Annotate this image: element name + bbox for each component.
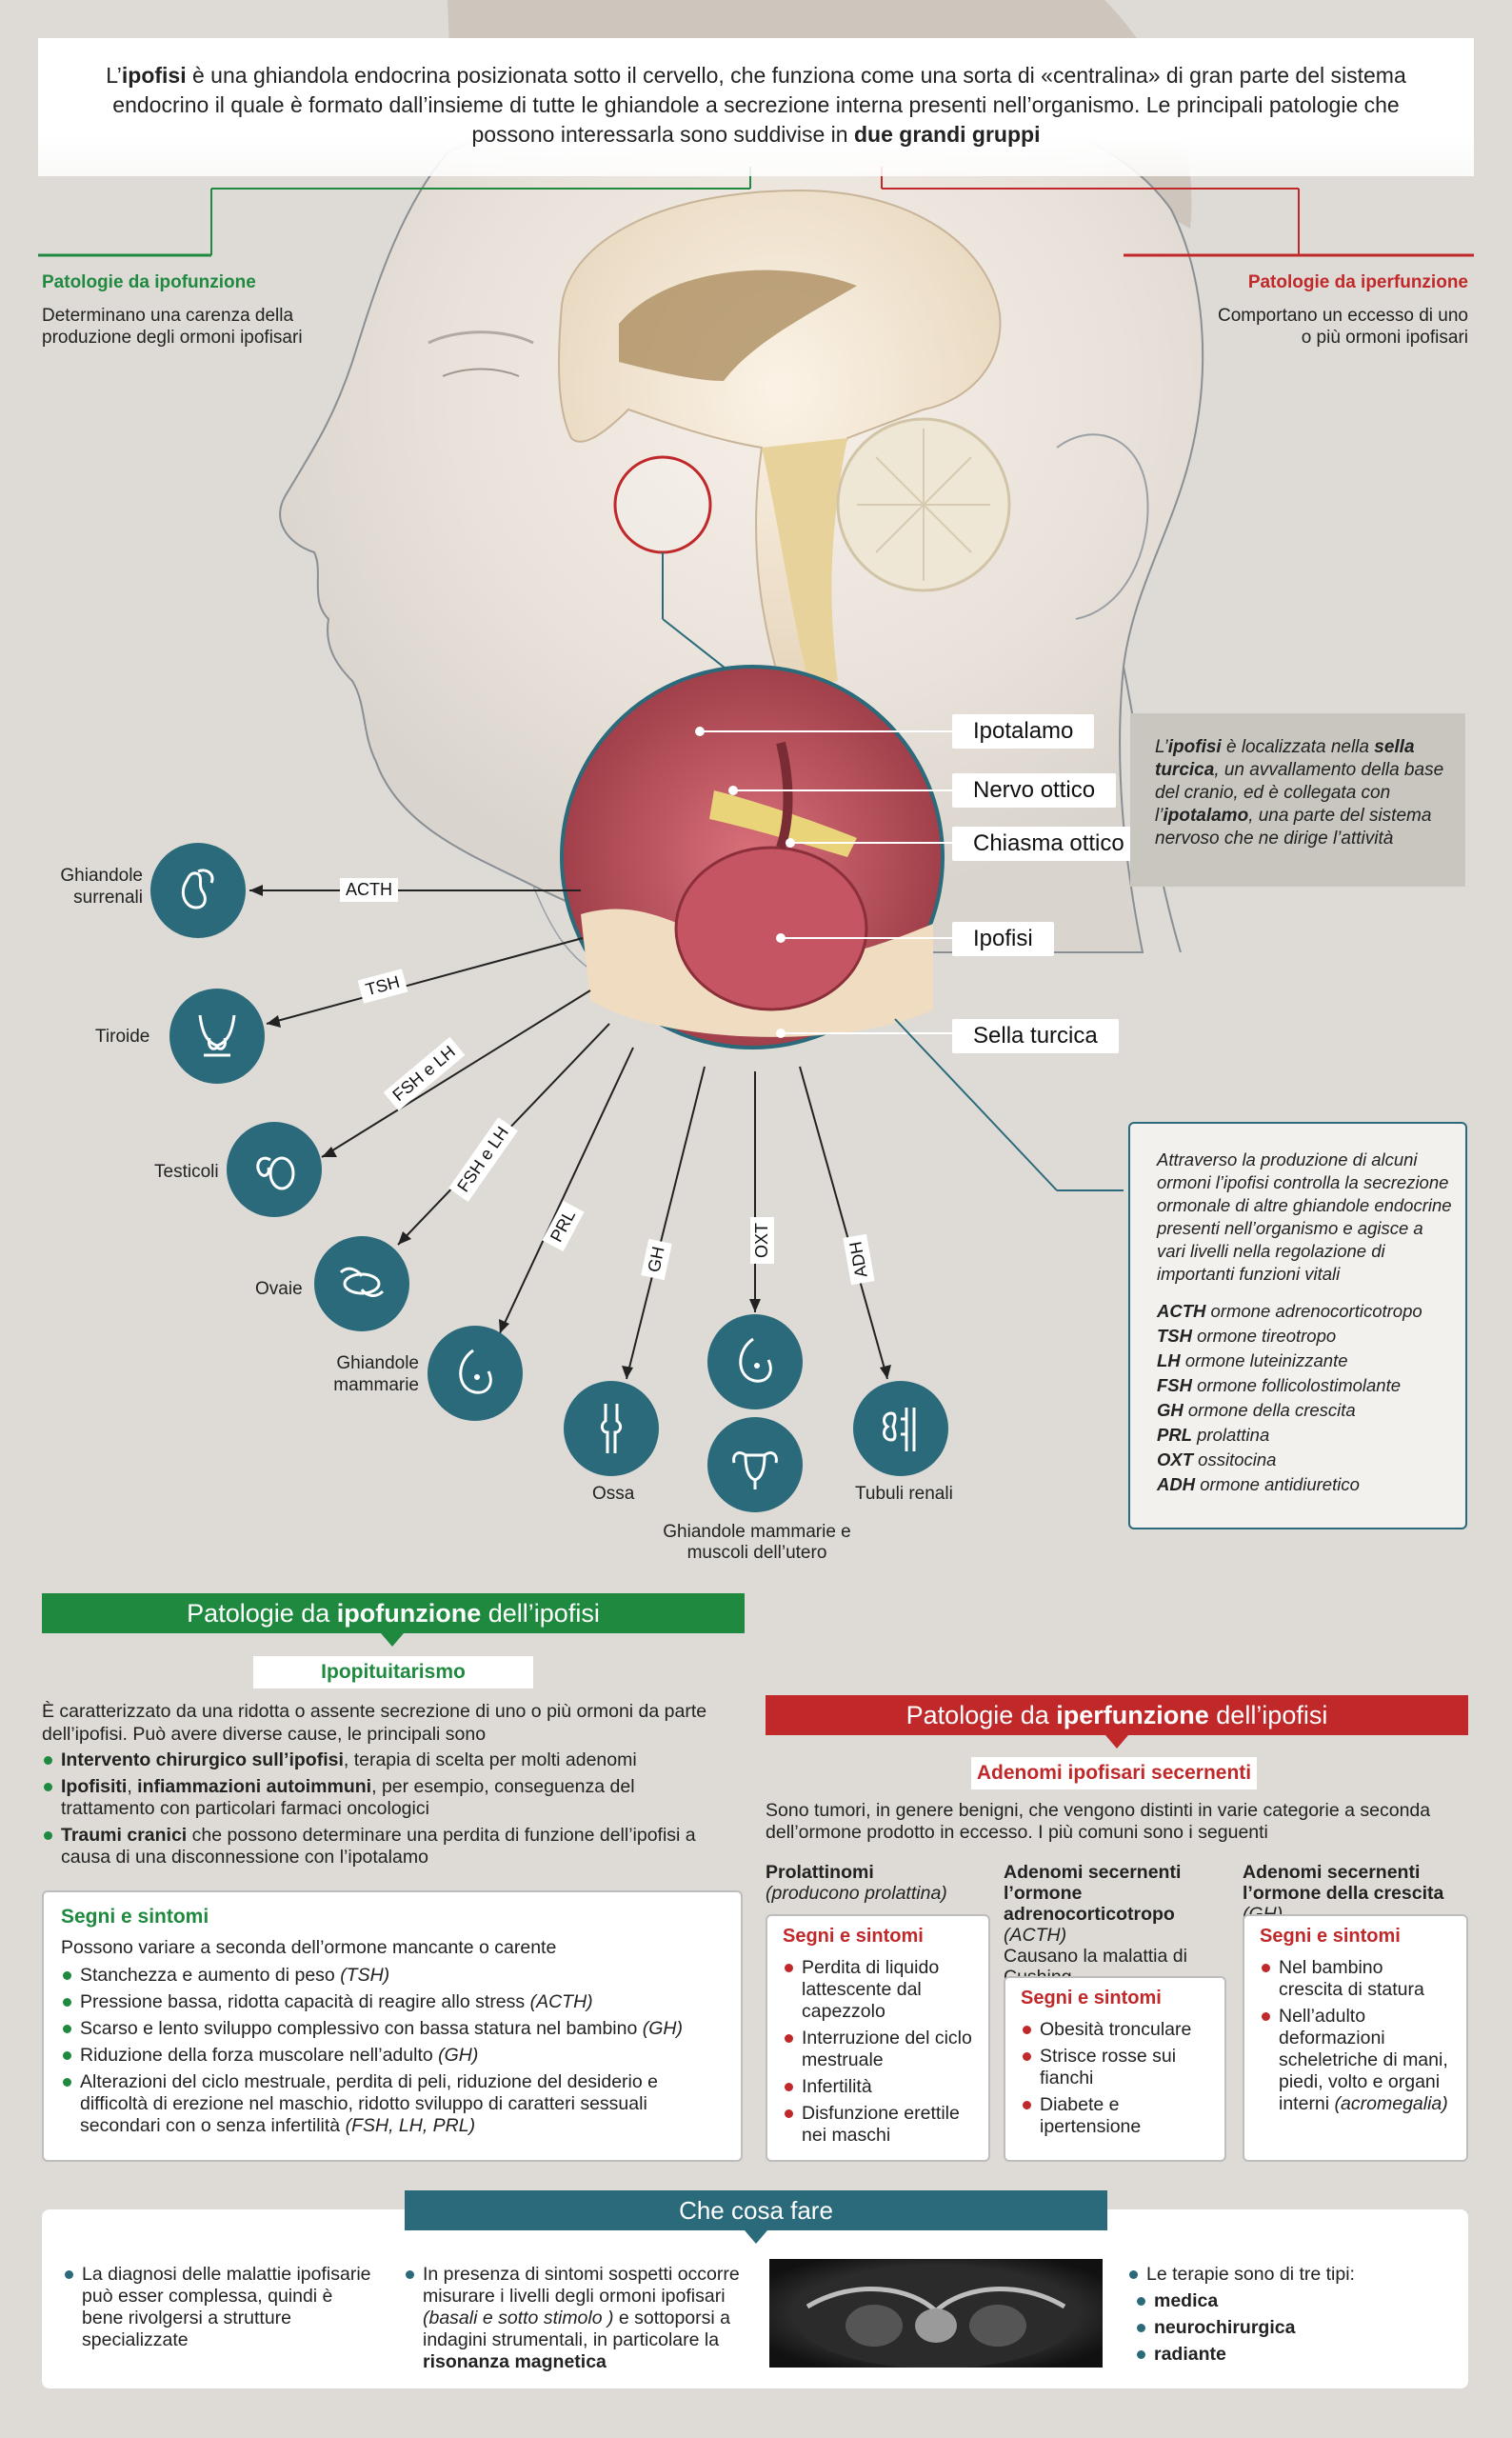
pituitary-locator-circle [613,455,712,554]
group-iperfunzione: Patologie da iperfunzione Comportano un … [1209,272,1468,349]
what-to-do-item: La diagnosi delle malattie ipofisarie pu… [63,2264,377,2351]
breast-icon [428,1326,523,1421]
label-nervo-ottico: Nervo ottico [952,773,1117,808]
target-label-ossa: Ossa [592,1484,635,1504]
target-label-tubuli: Tubuli renali [855,1484,953,1504]
therapy-item: neurochirurgica [1135,2317,1442,2339]
breast-oxt-icon [707,1314,803,1409]
sign-item: Alterazioni del ciclo mestruale, perdita… [61,2071,724,2137]
cause-item: Intervento chirurgico sull’ipofisi, tera… [42,1749,727,1771]
pituitary-location-note: L’ipofisi è localizzata nella sella turc… [1130,713,1465,887]
target-label-surrenali: Ghiandole surrenali [60,866,143,908]
prolattinomi-signs-title: Segni e sintomi [783,1926,924,1947]
target-label-tiroide: Tiroide [95,1027,150,1047]
bone-icon [564,1381,659,1476]
ipopituitarismo-title: Ipopituitarismo [253,1656,533,1689]
uterus-icon [707,1417,803,1512]
band-pointer [381,1633,404,1647]
sign-item: Obesità tronculare [1021,2019,1209,2041]
legend-item: OXT ossitocina [1157,1449,1277,1469]
ipofunzione-signs-title: Segni e sintomi [61,1906,209,1928]
legend-item: PRL prolattina [1157,1425,1270,1445]
sign-item: Disfunzione erettile nei maschi [783,2103,973,2147]
band-pointer [745,2230,767,2244]
group-ipofunzione-title: Patologie da ipofunzione [42,272,256,292]
target-label-mammarie: Ghiandole mammarie [333,1353,419,1395]
target-label-testicoli: Testicoli [154,1162,219,1182]
legend-item: FSH ormone follicolostimolante [1157,1375,1402,1395]
therapy-intro: Le terapie sono di tre tipi: [1127,2264,1442,2286]
band-pointer [1105,1735,1128,1749]
legend-item: ACTH ormone adrenocorticotropo [1157,1301,1422,1321]
sign-item: Nell’adulto deformazioni scheletriche di… [1260,2006,1451,2115]
cause-item: Ipofisiti, infiammazioni autoimmuni, per… [42,1776,727,1820]
what-to-do-band: Che cosa fare [405,2190,1107,2230]
sign-item: Infertilità [783,2076,973,2098]
iperfunzione-band: Patologie da iperfunzione dell’ipofisi [766,1695,1468,1735]
what-to-do-col2: In presenza di sintomi sospetti occorre … [404,2264,775,2378]
ipofunzione-signs-box: Segni e sintomi Possono variare a second… [42,1890,743,2162]
group-iperfunzione-desc: Comportano un eccesso di uno o più ormon… [1218,306,1468,348]
group-iperfunzione-title: Patologie da iperfunzione [1247,272,1468,292]
what-to-do-item: In presenza di sintomi sospetti occorre … [404,2264,775,2373]
sign-item: Interruzione del ciclo mestruale [783,2028,973,2071]
ipofunzione-causes: Intervento chirurgico sull’ipofisi, tera… [42,1749,727,1873]
sign-item: Strisce rosse sui fianchi [1021,2046,1209,2089]
cause-item: Traumi cranici che possono determinare u… [42,1825,727,1868]
label-ipofisi: Ipofisi [952,922,1054,956]
legend-item: TSH ormone tireotropo [1157,1326,1337,1346]
label-sella-turcica: Sella turcica [952,1019,1119,1053]
gh-signs-title: Segni e sintomi [1260,1926,1401,1947]
prolattinomi-title: Prolattinomi [766,1862,874,1883]
intro-text: L’ipofisi è una ghiandola endocrina posi… [38,38,1474,176]
group-ipofunzione-desc: Determinano una carenza della produzione… [42,306,303,348]
gh-column: Adenomi secernenti l’ormone della cresci… [1243,1862,1471,1925]
label-ipotalamo: Ipotalamo [952,714,1095,749]
hormone-legend: Attraverso la produzione di alcuni ormon… [1128,1122,1467,1529]
sign-item: Riduzione della forza muscolare nell’adu… [61,2045,724,2067]
prolattinomi-signs-box: Segni e sintomi Perdita di liquido latte… [766,1914,990,2162]
sign-item: Stanchezza e aumento di peso (TSH) [61,1965,724,1987]
sign-item: Nel bambino crescita di statura [1260,1957,1451,2001]
group-ipofunzione: Patologie da ipofunzione Determinano una… [42,272,328,349]
acth-subtitle: (ACTH) [1004,1925,1067,1946]
sign-item: Pressione bassa, ridotta capacità di rea… [61,1991,724,2013]
legend-items: ACTH ormone adrenocorticotropo TSH ormon… [1157,1299,1452,1497]
ipofunzione-band: Patologie da ipofunzione dell’ipofisi [42,1593,745,1633]
label-chiasma-ottico: Chiasma ottico [952,827,1145,861]
acth-signs-box: Segni e sintomi Obesità tronculare Stris… [1004,1976,1226,2162]
target-label-ovaie: Ovaie [255,1279,303,1299]
acth-signs-title: Segni e sintomi [1021,1988,1162,2008]
sign-item: Perdita di liquido lattescente dal capez… [783,1957,973,2023]
sign-item: Diabete e ipertensione [1021,2094,1209,2138]
sign-item: Scarso e lento sviluppo complessivo con … [61,2018,724,2040]
ovaries-icon [314,1236,409,1331]
therapy-item: radiante [1135,2344,1442,2366]
legend-item: GH ormone della crescita [1157,1400,1356,1420]
thyroid-icon [169,989,265,1084]
hormone-tag-acth: ACTH [340,878,398,902]
mri-image [769,2259,1103,2368]
prolattinomi-column: Prolattinomi (producono prolattina) [766,1862,994,1904]
iperfunzione-text: Sono tumori, in genere benigni, che veng… [766,1800,1431,1843]
what-to-do-col3: Le terapie sono di tre tipi: medica neur… [1127,2264,1442,2370]
gh-signs-box: Segni e sintomi Nel bambino crescita di … [1243,1914,1468,2162]
hormone-tag-oxt: OXT [750,1216,775,1265]
ipofunzione-signs-intro: Possono variare a seconda dell’ormone ma… [61,1937,557,1958]
legend-intro: Attraverso la produzione di alcuni ormon… [1157,1149,1452,1284]
what-to-do-col1: La diagnosi delle malattie ipofisarie pu… [63,2264,377,2356]
gh-title: Adenomi secernenti l’ormone della cresci… [1243,1862,1444,1904]
prolattinomi-subtitle: (producono prolattina) [766,1883,947,1904]
acth-title: Adenomi secernenti l’ormone adrenocortic… [1004,1862,1182,1925]
legend-item: LH ormone luteinizzante [1157,1350,1348,1370]
ipofunzione-text: È caratterizzato da una ridotta o assent… [42,1701,707,1745]
legend-item: ADH ormone antidiuretico [1157,1474,1360,1494]
testicles-icon [227,1122,322,1217]
acth-column: Adenomi secernenti l’ormone adrenocortic… [1004,1862,1242,1988]
kidney-icon [853,1381,948,1476]
target-label-mammarie-utero: Ghiandole mammarie e muscoli dell’utero [663,1522,851,1563]
adrenal-icon [150,843,246,938]
adenomi-title: Adenomi ipofisari secernenti [971,1757,1257,1789]
therapy-item: medica [1135,2290,1442,2312]
